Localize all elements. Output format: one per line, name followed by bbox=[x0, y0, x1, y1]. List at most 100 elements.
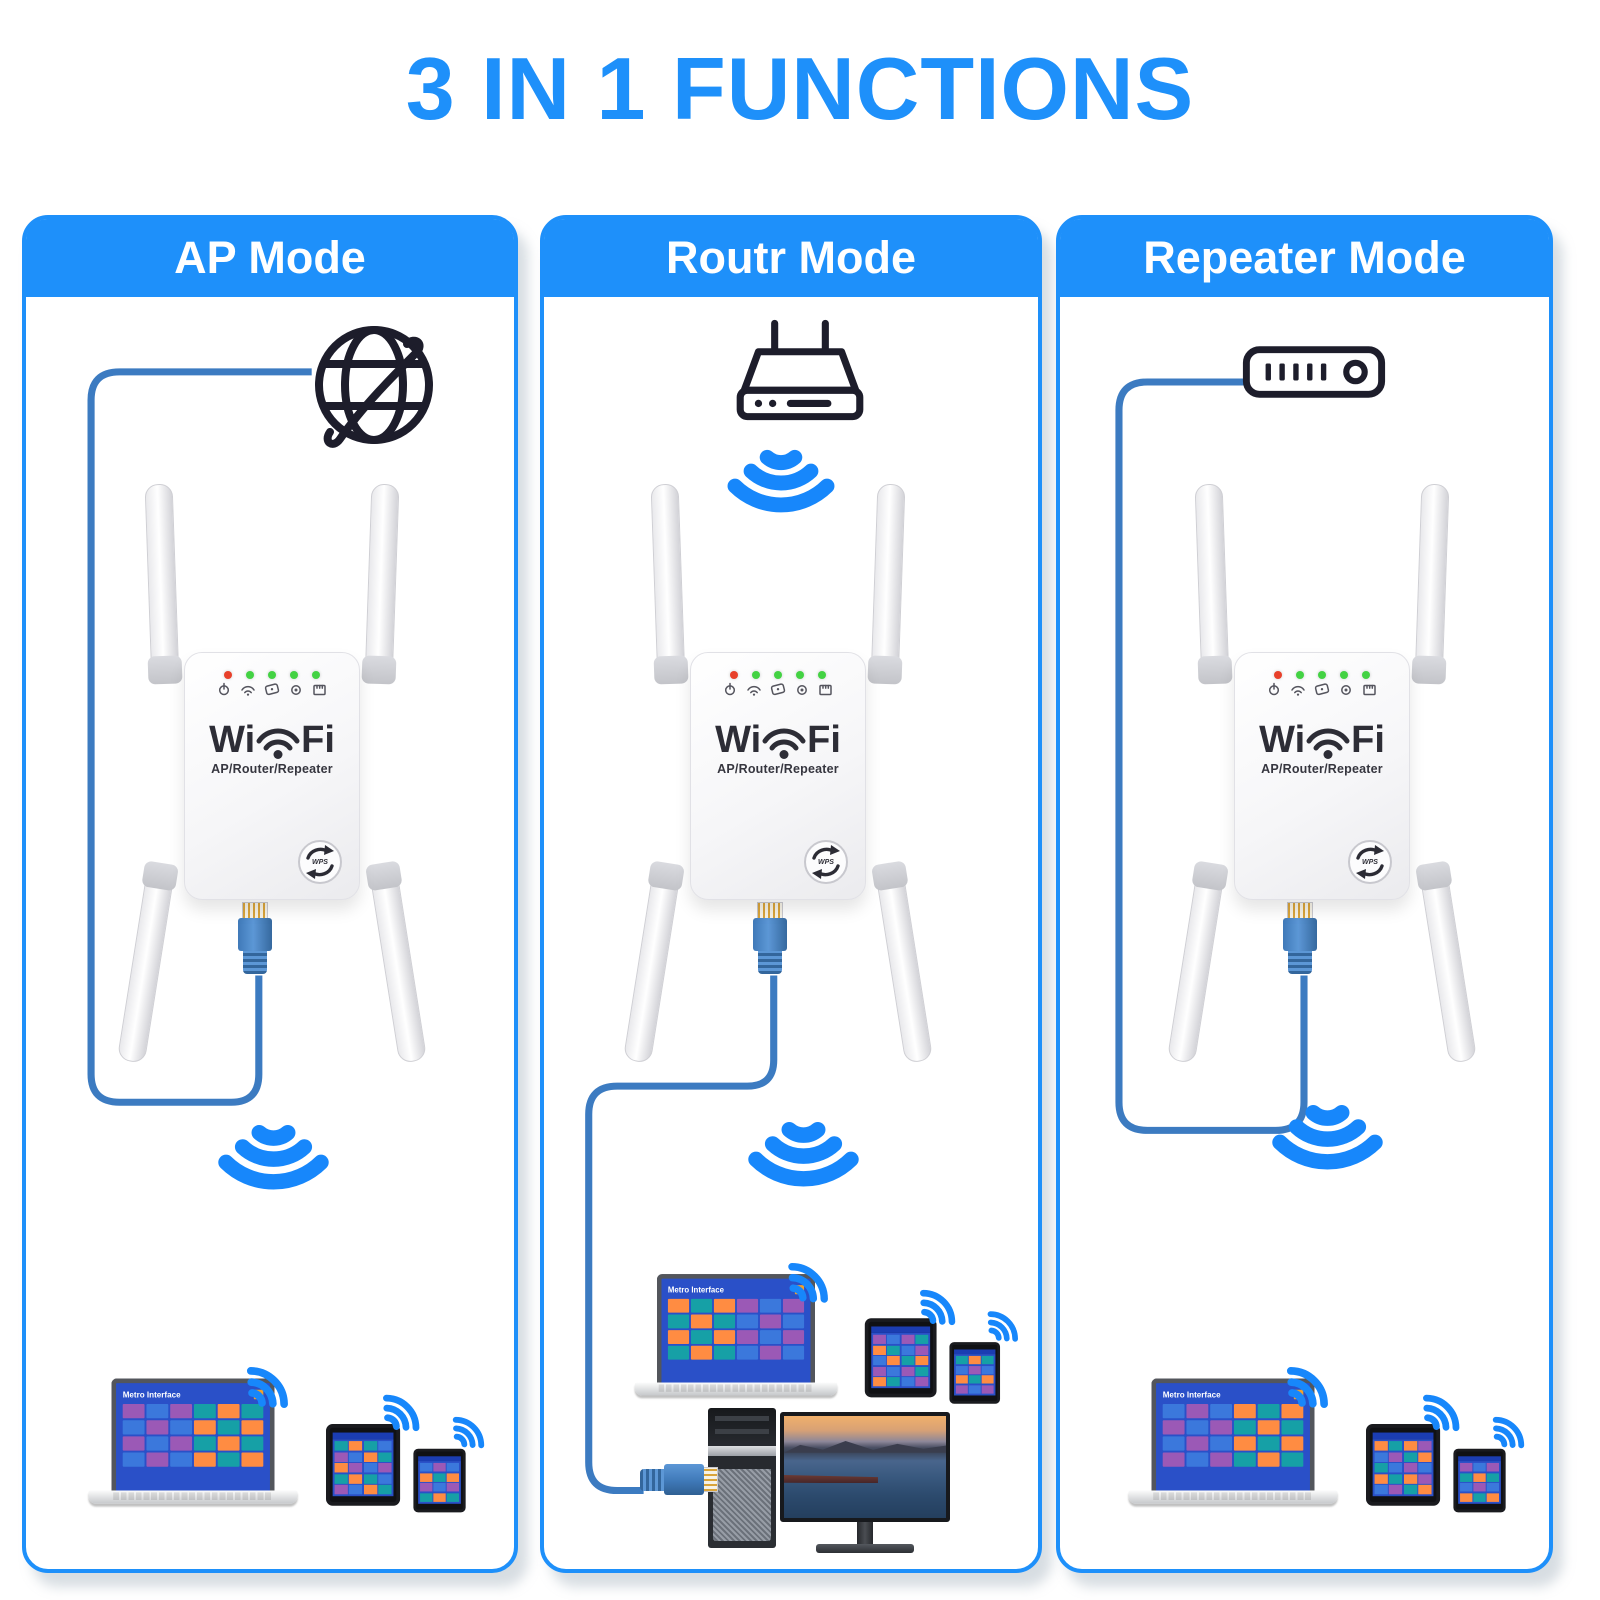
laptop: Metro Interface bbox=[1128, 1378, 1338, 1504]
laptop-keyboard bbox=[1128, 1490, 1338, 1504]
app-tile bbox=[759, 1345, 782, 1360]
laptop-screen: Metro Interface bbox=[111, 1378, 275, 1491]
app-tile bbox=[1486, 1482, 1499, 1492]
client-devices: Metro Interface bbox=[1128, 1367, 1531, 1549]
led-icons bbox=[1262, 682, 1382, 696]
app-tile bbox=[1210, 1420, 1233, 1435]
led-dot bbox=[1340, 671, 1348, 679]
app-tile bbox=[1281, 1452, 1304, 1467]
tower-badge bbox=[708, 1446, 776, 1456]
app-tile bbox=[1186, 1404, 1209, 1419]
app-tile bbox=[1210, 1404, 1233, 1419]
app-tile bbox=[1162, 1452, 1185, 1467]
antenna-top-right bbox=[364, 483, 400, 683]
led-dot bbox=[268, 671, 276, 679]
app-tile bbox=[1233, 1452, 1256, 1467]
app-tile bbox=[1389, 1484, 1403, 1495]
antenna-bottom-right bbox=[874, 861, 934, 1064]
tablet bbox=[326, 1424, 401, 1506]
app-tile bbox=[433, 1472, 446, 1482]
app-tile bbox=[170, 1436, 193, 1451]
app-tile bbox=[1210, 1436, 1233, 1451]
led-dot bbox=[730, 671, 738, 679]
monitor-stand bbox=[857, 1522, 873, 1544]
app-tile bbox=[1418, 1452, 1432, 1462]
app-tile bbox=[759, 1330, 782, 1344]
rj45-pins bbox=[242, 902, 268, 918]
app-tile bbox=[146, 1436, 169, 1451]
wps-label: WPS bbox=[818, 859, 834, 866]
wifi-broadcast-icon bbox=[736, 1119, 871, 1214]
app-tile bbox=[217, 1436, 240, 1451]
panel-ap-mode: AP Mode Wi Fi AP/Router/Repeater bbox=[22, 215, 518, 1573]
app-tile bbox=[193, 1436, 216, 1451]
desktop-tower bbox=[708, 1408, 776, 1548]
app-tile bbox=[378, 1462, 392, 1473]
rj45-connector-horizontal bbox=[640, 1464, 718, 1495]
app-tile bbox=[901, 1355, 915, 1366]
wps-button[interactable]: WPS bbox=[1346, 838, 1394, 886]
app-tile bbox=[873, 1345, 886, 1355]
app-tile bbox=[1186, 1436, 1209, 1451]
app-tile bbox=[713, 1330, 736, 1344]
panel-router-header: Routr Mode bbox=[544, 219, 1038, 297]
app-tile bbox=[1389, 1452, 1403, 1462]
smartphone bbox=[413, 1448, 466, 1512]
modem-icon bbox=[1241, 341, 1387, 403]
rj45-head bbox=[238, 918, 272, 951]
app-tile bbox=[736, 1298, 759, 1313]
smartphone bbox=[949, 1342, 1001, 1404]
app-tile bbox=[1233, 1436, 1256, 1451]
app-tile bbox=[713, 1298, 736, 1313]
rj45-head bbox=[664, 1464, 704, 1495]
app-tile bbox=[690, 1314, 713, 1329]
laptop-screen-title: Metro Interface bbox=[1162, 1389, 1221, 1400]
laptop-screen-title: Metro Interface bbox=[122, 1389, 181, 1400]
app-tile bbox=[420, 1472, 433, 1482]
laptop-screen: Metro Interface bbox=[656, 1274, 816, 1383]
wps-button[interactable]: WPS bbox=[296, 838, 344, 886]
app-tile bbox=[1486, 1492, 1499, 1502]
app-tile bbox=[1162, 1420, 1185, 1435]
led-icons bbox=[718, 682, 838, 696]
device-brand: Wi Fi bbox=[691, 720, 865, 759]
brand-right: Fi bbox=[807, 719, 841, 761]
led-icons bbox=[212, 682, 332, 696]
led-row bbox=[185, 671, 359, 679]
panel-repeater-mode: Repeater Mode Wi Fi AP/Router/Repeater bbox=[1056, 215, 1553, 1573]
app-tile bbox=[170, 1404, 193, 1419]
app-tile bbox=[782, 1330, 805, 1344]
app-tile bbox=[1389, 1462, 1403, 1473]
tower-mesh bbox=[713, 1469, 771, 1541]
app-tile bbox=[782, 1345, 805, 1360]
led-row bbox=[1235, 671, 1409, 679]
wps-button[interactable]: WPS bbox=[802, 838, 850, 886]
page-title: 3 IN 1 FUNCTIONS bbox=[405, 39, 1195, 138]
monitor-screen bbox=[780, 1412, 950, 1522]
app-tile bbox=[887, 1345, 900, 1355]
app-tile bbox=[122, 1404, 145, 1419]
app-tile bbox=[1257, 1420, 1280, 1435]
app-tile bbox=[1473, 1482, 1486, 1492]
led-dot bbox=[774, 671, 782, 679]
antenna-top-right bbox=[1414, 483, 1450, 683]
laptop-keyboard bbox=[88, 1490, 298, 1504]
rj45-pins bbox=[1287, 902, 1313, 918]
panel-router-mode: Routr Mode Wi Fi AP/Router/R bbox=[540, 215, 1042, 1573]
antenna-top-left bbox=[650, 483, 686, 683]
app-tile bbox=[1403, 1473, 1417, 1484]
wifi-logo-icon bbox=[252, 720, 304, 760]
app-tile bbox=[968, 1355, 981, 1365]
app-tile bbox=[887, 1334, 900, 1344]
laptop-keyboard bbox=[634, 1382, 838, 1396]
led-dot bbox=[1362, 671, 1370, 679]
app-tile bbox=[1486, 1462, 1499, 1472]
app-tile bbox=[446, 1492, 459, 1502]
app-tile bbox=[349, 1462, 363, 1473]
client-devices: Metro Interface bbox=[634, 1263, 1025, 1440]
brand-left: Wi bbox=[715, 719, 762, 761]
app-tile bbox=[887, 1366, 900, 1376]
led-dot bbox=[796, 671, 804, 679]
tile-grid bbox=[871, 1332, 931, 1389]
app-tile bbox=[420, 1462, 433, 1472]
